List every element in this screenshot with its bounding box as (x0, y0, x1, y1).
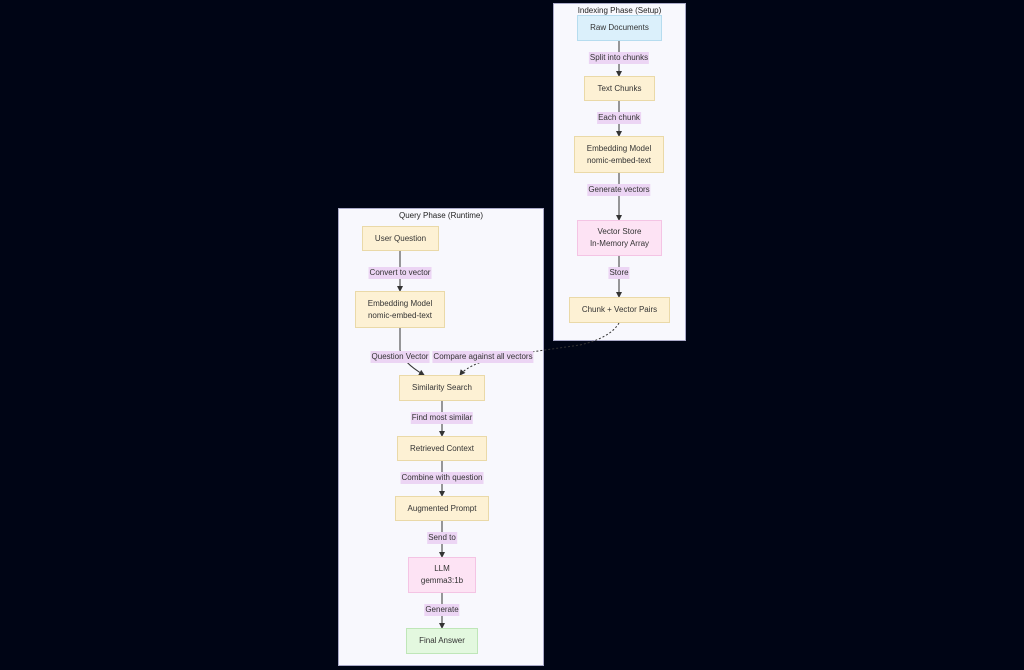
final-answer-node: Final Answer (406, 628, 478, 654)
edge-label-each-chunk: Each chunk (597, 112, 641, 124)
indexing-embedding-model-node: Embedding Model nomic-embed-text (574, 136, 664, 173)
vector-store-name: Vector Store (597, 227, 642, 236)
user-question-node: User Question (362, 226, 439, 251)
augmented-prompt-node: Augmented Prompt (395, 496, 489, 521)
edge-pairs-to-search (459, 322, 620, 376)
edge-label-generate-vectors: Generate vectors (587, 184, 651, 196)
similarity-search-node: Similarity Search (399, 375, 485, 401)
text-chunks-node: Text Chunks (584, 76, 655, 101)
final-answer-label: Final Answer (419, 636, 465, 645)
text-chunks-label: Text Chunks (597, 83, 642, 93)
edge-label-find-most-similar: Find most similar (410, 412, 474, 424)
indexing-phase-title: Indexing Phase (Setup) (577, 6, 662, 15)
query-phase-title: Query Phase (Runtime) (398, 211, 484, 220)
query-embedding-model-node: Embedding Model nomic-embed-text (355, 291, 445, 328)
user-question-label: User Question (374, 233, 427, 243)
edge-label-store: Store (608, 267, 630, 279)
edge-label-send-to: Send to (427, 532, 457, 544)
augmented-prompt-label: Augmented Prompt (407, 503, 477, 513)
indexing-embedding-model-name: Embedding Model (586, 143, 652, 153)
raw-documents-label: Raw Documents (590, 23, 649, 32)
similarity-search-label: Similarity Search (411, 383, 472, 392)
llm-model-id: gemma3:1b (420, 576, 464, 585)
edge-label-split-into-chunks: Split into chunks (588, 52, 650, 64)
edge-label-compare-against-all-vectors: Compare against all vectors (432, 351, 534, 363)
llm-name: LLM (434, 564, 450, 573)
chunk-vector-pairs-node: Chunk + Vector Pairs (569, 297, 670, 323)
llm-node: LLM gemma3:1b (408, 557, 476, 593)
raw-documents-node: Raw Documents (577, 15, 662, 41)
chunk-vector-pairs-label: Chunk + Vector Pairs (581, 305, 658, 314)
edge-label-generate: Generate (424, 604, 460, 616)
retrieved-context-label: Retrieved Context (409, 443, 475, 453)
retrieved-context-node: Retrieved Context (397, 436, 487, 461)
edge-label-combine-with-question: Combine with question (400, 472, 484, 484)
edge-label-question-vector: Question Vector (370, 351, 430, 363)
vector-store-node: Vector Store In-Memory Array (577, 220, 662, 256)
query-embedding-model-id: nomic-embed-text (367, 310, 433, 320)
edge-label-convert-to-vector: Convert to vector (368, 267, 432, 279)
indexing-embedding-model-id: nomic-embed-text (586, 155, 652, 165)
vector-store-type: In-Memory Array (589, 239, 650, 248)
query-embedding-model-name: Embedding Model (367, 298, 433, 308)
